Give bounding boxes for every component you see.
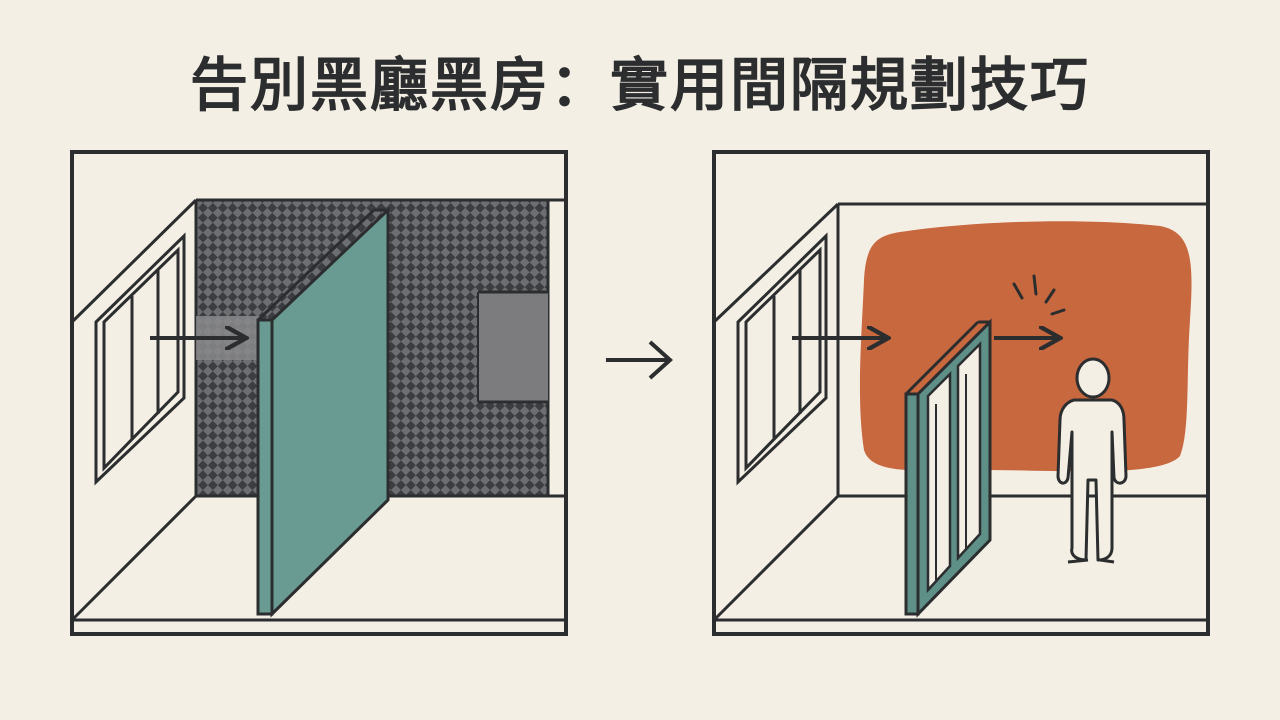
shadow-opening bbox=[478, 292, 548, 402]
sparkle-icon bbox=[1012, 274, 1066, 316]
solid-partition bbox=[256, 206, 390, 618]
person-icon bbox=[1056, 357, 1128, 564]
before-panel bbox=[70, 150, 568, 636]
after-panel bbox=[712, 150, 1210, 636]
page-title: 告別黑廳黑房：實用間隔規劃技巧 bbox=[189, 51, 1090, 119]
glass-partition bbox=[904, 318, 992, 618]
window-icon-bright bbox=[736, 232, 828, 486]
right-arrow-icon bbox=[606, 340, 673, 380]
window-icon bbox=[94, 232, 186, 486]
